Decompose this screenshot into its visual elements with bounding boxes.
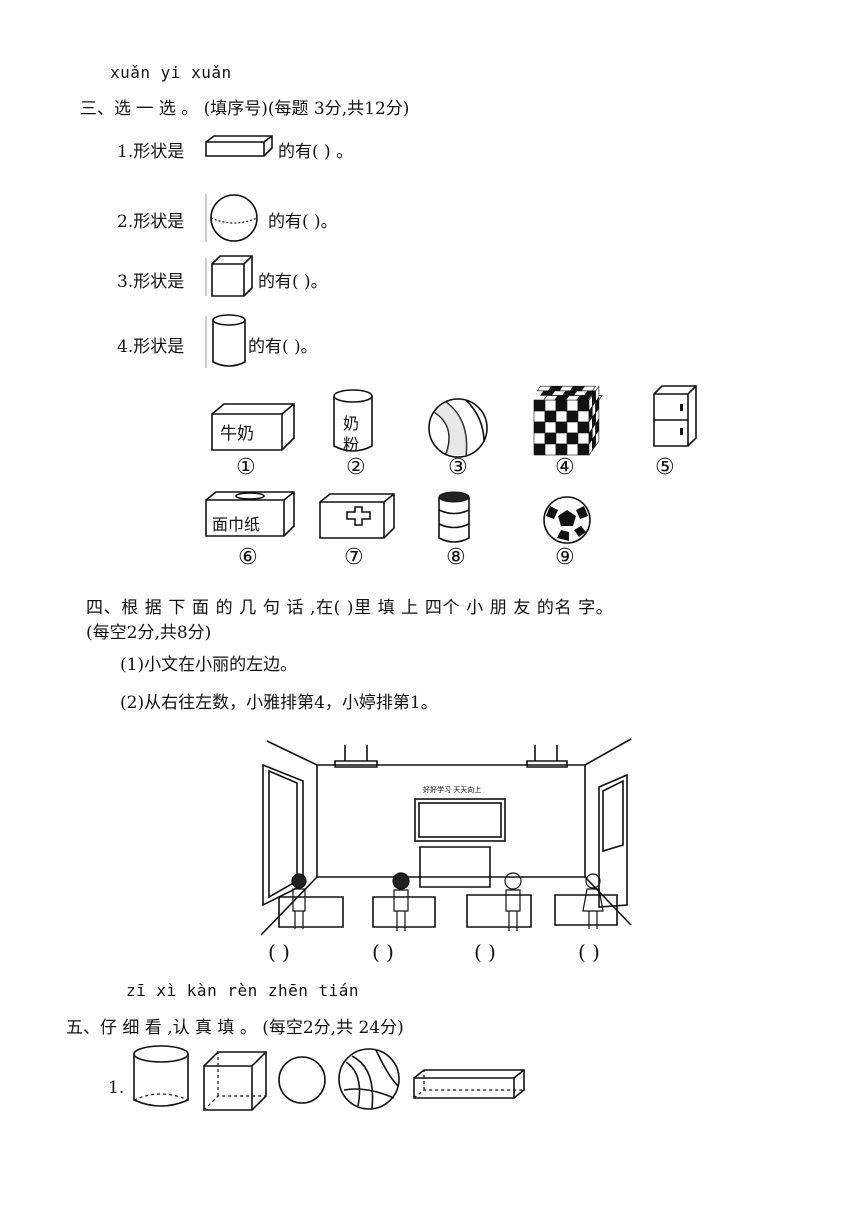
barrel-icon <box>438 491 470 543</box>
object-num-5: ⑤ <box>655 455 675 480</box>
object-num-9: ⑨ <box>555 545 575 570</box>
q4-suffix: 的有( )。 <box>248 337 318 357</box>
classroom-illustration <box>260 738 632 936</box>
milk-box-label: 牛奶 <box>220 424 254 444</box>
blackboard-slogan: 好好学习 天天向上 <box>423 786 482 794</box>
section3-pinyin: xuǎn yi xuǎn <box>110 63 232 82</box>
clue-1: (1)小文在小丽的左边。 <box>120 655 298 675</box>
section5-q1-label: 1. <box>108 1078 125 1098</box>
q3-suffix: 的有( )。 <box>258 272 328 292</box>
tissue-box-label: 面巾纸 <box>212 515 261 534</box>
beach-ball-icon <box>428 398 488 458</box>
object-num-6: ⑥ <box>238 545 258 570</box>
section5-heading: 五、仔 细 看 ,认 真 填 。 (每空2分,共 24分) <box>66 1018 404 1038</box>
name-blank-3[interactable]: ( ) <box>474 940 496 964</box>
cuboid-figure-icon <box>413 1069 525 1099</box>
name-blank-1[interactable]: ( ) <box>268 940 290 964</box>
object-num-4: ④ <box>555 455 575 480</box>
cube-figure-icon <box>203 1051 267 1111</box>
milk-box-icon <box>211 403 295 451</box>
object-num-7: ⑦ <box>344 545 364 570</box>
section5-pinyin: zī xì kàn rèn zhēn tián <box>126 981 360 1000</box>
tissue-box-icon <box>205 491 295 537</box>
q1-suffix: 的有( ) 。 <box>278 142 354 162</box>
sphere-shape-icon <box>205 194 258 242</box>
cube-shape-icon <box>205 255 253 297</box>
clue-2: (2)从右往左数，小雅排第4，小婷排第1。 <box>120 693 438 713</box>
q1-prefix: 1.形状是 <box>117 142 185 162</box>
cabinet-icon <box>653 385 697 447</box>
soccer-ball-icon <box>543 496 591 544</box>
volleyball-icon <box>338 1048 400 1110</box>
section3-heading: 三、选 一 选 。 (填序号)(每题 3分,共12分) <box>80 99 410 119</box>
milk-powder-label-1: 奶 <box>343 414 360 433</box>
flat-cuboid-shape-icon <box>205 135 273 157</box>
q3-prefix: 3.形状是 <box>117 272 185 292</box>
q2-suffix: 的有( )。 <box>268 212 338 232</box>
object-num-1: ① <box>236 455 256 480</box>
q2-prefix: 2.形状是 <box>117 212 185 232</box>
section4-heading-2: (每空2分,共8分) <box>86 623 212 643</box>
object-num-3: ③ <box>448 455 468 480</box>
milk-powder-label-2: 粉 <box>343 435 360 454</box>
section4-heading: 四、根 据 下 面 的 几 句 话 ,在( )里 填 上 四个 小 朋 友 的名… <box>86 598 614 618</box>
object-num-8: ⑧ <box>446 545 466 570</box>
checkered-cube-icon <box>533 385 603 456</box>
first-aid-kit-icon <box>319 493 395 539</box>
object-num-2: ② <box>346 455 366 480</box>
name-blank-4[interactable]: ( ) <box>578 940 600 964</box>
q4-prefix: 4.形状是 <box>117 337 185 357</box>
milk-powder-can-icon <box>333 389 373 452</box>
cylinder-shape-icon <box>205 314 246 368</box>
name-blank-2[interactable]: ( ) <box>372 940 394 964</box>
cylinder-figure-icon <box>133 1045 189 1107</box>
circle-figure-icon <box>278 1056 326 1104</box>
